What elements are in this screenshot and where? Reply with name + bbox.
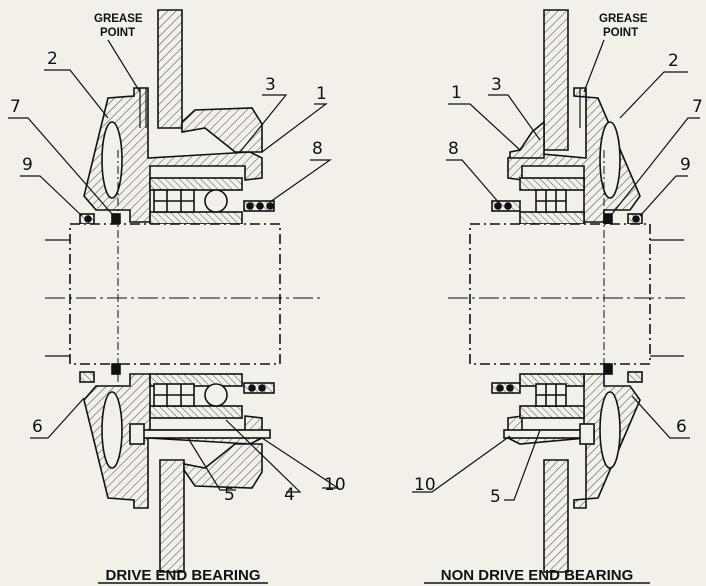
nde-grease-point-line1: GREASE [599,13,648,25]
nde-callout-6: 6 [676,417,687,437]
de-bearing-inner-top [149,211,243,225]
nde-callouts: GREASE POINT 2 1 3 7 8 9 6 10 5 [414,13,703,507]
nde-callout-2: 2 [668,51,679,71]
drive-end-section [45,9,322,573]
nde-callout-3: 3 [491,75,502,95]
nde-callout-1: 1 [451,83,462,103]
de-callout-7: 7 [10,97,21,117]
de-leaders [8,39,341,493]
de-callout-10: 10 [324,475,346,495]
de-shield-wall-bottom [159,459,185,573]
de-callout-9: 9 [22,155,33,175]
nde-shaft [469,223,651,365]
de-callout-1: 1 [316,84,327,104]
de-cover-top [83,87,263,223]
de-callout-6: 6 [32,417,43,437]
de-callout-3: 3 [265,75,276,95]
de-flange-top [181,107,263,153]
de-callout-5: 5 [224,485,235,505]
de-ball-top [204,189,228,213]
de-shield-wall-top [157,9,183,129]
nde-callout-5: 5 [490,487,501,507]
de-bearing-outer-top [149,177,243,191]
de-callout-8: 8 [312,139,323,159]
nde-callout-8: 8 [448,139,459,159]
nde-callout-10: 10 [414,475,436,495]
de-callouts: GREASE POINT 2 3 1 7 9 8 6 5 4 10 [10,13,346,505]
de-callout-4: 4 [284,485,295,505]
nde-shield-wall-top [543,9,569,151]
de-cover-bottom [83,373,263,509]
de-flange-bottom [183,443,263,489]
de-shaft [69,223,281,365]
nde-shield-wall-bottom [543,459,569,573]
nde-callout-9: 9 [680,155,691,175]
de-callout-2: 2 [47,49,58,69]
de-caption: DRIVE END BEARING [105,567,260,584]
nde-caption: NON DRIVE END BEARING [441,567,634,584]
nde-callout-7: 7 [692,97,703,117]
non-drive-end-section [448,9,686,573]
nde-grease-point-line2: POINT [603,27,638,39]
de-grease-point-line2: POINT [100,27,135,39]
de-ball-bottom [204,383,228,407]
de-bolt [129,429,271,439]
nde-leaders [412,39,700,501]
de-grease-point-line1: GREASE [94,13,143,25]
nde-flange-top [509,120,545,159]
de-seal-top [111,213,121,225]
